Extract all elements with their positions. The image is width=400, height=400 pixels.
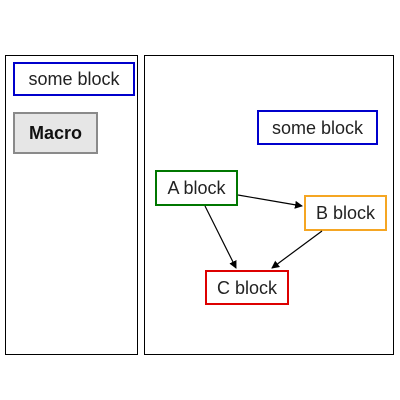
b-block-label: B block: [315, 203, 376, 223]
canvas-some-block-label: some block: [271, 117, 364, 138]
a-block-label: A block: [167, 178, 226, 198]
palette-some-block[interactable]: some block: [13, 62, 135, 96]
c-block-label: C block: [216, 277, 278, 298]
block-canvas[interactable]: some block A block B block C block: [144, 55, 394, 355]
macro-button[interactable]: Macro: [13, 112, 98, 154]
b-block[interactable]: B block: [304, 195, 387, 231]
macro-button-label: Macro: [28, 122, 82, 143]
palette-some-block-label: some block: [28, 69, 120, 89]
block-palette: some block Macro: [5, 55, 138, 355]
c-block[interactable]: C block: [205, 270, 289, 305]
a-block[interactable]: A block: [155, 170, 238, 206]
canvas-some-block[interactable]: some block: [257, 110, 378, 145]
